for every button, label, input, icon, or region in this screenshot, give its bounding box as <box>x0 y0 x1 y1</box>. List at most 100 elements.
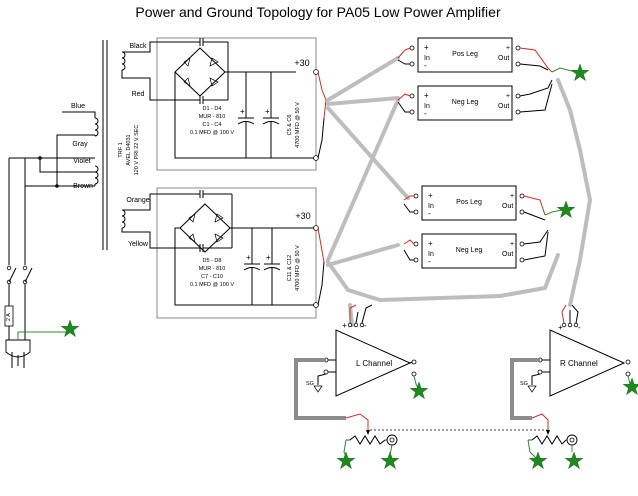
ground-bus <box>294 358 540 420</box>
power-supply-1: Black Red D1 - D4 MUR - 810 C1 - C4 <box>121 37 327 171</box>
bulk-caps-label-1: C5 & C6 <box>287 115 293 136</box>
right-input <box>527 413 578 459</box>
leg-minus: - <box>424 61 427 70</box>
diode-part-1: MUR - 810 <box>199 114 226 120</box>
channel-label: L Channel <box>356 359 392 368</box>
leg-plus-out: + <box>506 45 510 52</box>
ground-star-icon <box>60 319 80 338</box>
snubber-label-1: C1 - C4 <box>203 122 222 128</box>
leg-module-neg-1: + - In Out + Neg Leg <box>409 85 521 121</box>
supply-rail-wiring <box>326 56 593 327</box>
leg-module-neg-2: + - In Out + Neg Leg <box>413 233 525 269</box>
ground-star-icon <box>409 381 429 400</box>
transformer-rating: 120 V PRI 22 V SEC <box>134 125 140 176</box>
diode-label-2: D5 - D8 <box>203 258 222 264</box>
leg-in: In <box>428 203 434 210</box>
leg-module-pos-1: + - In Out + Pos Leg <box>409 37 521 73</box>
wire-label-red: Red <box>132 91 145 98</box>
leg-name: Pos Leg <box>452 51 478 58</box>
leg-plus-out: + <box>510 193 514 200</box>
mains-entry: 2 A <box>4 134 95 368</box>
cap-polarity-1a: + <box>240 107 245 116</box>
channel-label: R Channel <box>560 359 598 368</box>
potentiometer-icon <box>346 430 392 445</box>
snubber-value-2: 0.1 MFD @ 100 V <box>190 282 234 288</box>
leg-plus-out: + <box>510 241 514 248</box>
ground-star-icon <box>528 451 548 470</box>
leg-out: Out <box>498 55 509 62</box>
leg-module-pos-2: + - In Out + Pos Leg <box>413 185 525 221</box>
leg-plus: + <box>428 191 433 200</box>
wire-label-gray: Gray <box>72 141 88 148</box>
left-input <box>343 413 398 461</box>
leg-in: In <box>428 251 434 258</box>
wire-label-black: Black <box>129 43 147 50</box>
leg-out: Out <box>502 251 513 258</box>
power-supply-2: Orange Yellow D5 - D8 MUR - 810 C7 - C10 <box>121 187 325 319</box>
diode-part-2: MUR - 810 <box>199 266 226 272</box>
diode-label-1: D1 - D4 <box>203 106 222 112</box>
rail-label-2: +30 <box>295 211 310 221</box>
channel-plus: + <box>342 321 347 330</box>
plug-icon <box>5 339 31 368</box>
transformer-name: TRF 1 <box>118 142 124 157</box>
fuse-label: 2 A <box>6 313 12 321</box>
leg-minus: - <box>424 109 427 118</box>
leg-minus: - <box>428 257 431 266</box>
wire-label-brown: Brown <box>73 183 93 190</box>
bulk-caps-value-2: 4700 MFD @ 50 V <box>295 245 301 291</box>
transformer-model: AVEL D4031 <box>126 134 132 165</box>
leg-out: Out <box>502 203 513 210</box>
amp-left-channel: L Channel + - SG <box>306 304 419 397</box>
amp-right-channel: R Channel + - SG <box>520 304 633 397</box>
channel-minus: - <box>578 323 581 332</box>
snubber-value-1: 0.1 MFD @ 100 V <box>190 130 234 136</box>
transformer-core <box>102 40 108 250</box>
bridge-rectifier-2 <box>174 203 316 306</box>
leg-plus-out: + <box>506 93 510 100</box>
wire-label-yellow: Yellow <box>128 241 149 248</box>
leg-wiring <box>397 47 577 261</box>
ground-star-icon <box>380 451 400 470</box>
potentiometer-icon <box>528 430 572 445</box>
leg-in: In <box>424 55 430 62</box>
ground-star-icon <box>336 451 356 470</box>
ground-star-icon <box>564 451 584 470</box>
leg-plus: + <box>428 239 433 248</box>
switch-icon <box>6 265 33 285</box>
ground-star-icon <box>570 63 590 82</box>
leg-name: Pos Leg <box>456 199 482 206</box>
leg-out: Out <box>498 103 509 110</box>
diagram-title: Power and Ground Topology for PA05 Low P… <box>135 4 501 20</box>
snubber-caps-1 <box>188 38 229 104</box>
sg-label: SG <box>520 381 528 387</box>
fuse-icon: 2 A <box>4 305 14 327</box>
leg-plus: + <box>424 43 429 52</box>
leg-name: Neg Leg <box>456 247 483 254</box>
rail-label-1: +30 <box>294 58 309 68</box>
channel-plus: + <box>558 323 563 332</box>
snubber-caps-2 <box>188 190 233 252</box>
channel-minus: - <box>364 321 367 330</box>
ground-star-icon <box>622 377 638 396</box>
rca-jack-icon <box>566 434 578 446</box>
wire-label-blue: Blue <box>71 103 85 110</box>
leg-minus: - <box>428 209 431 218</box>
leg-name: Neg Leg <box>452 99 479 106</box>
sg-label: SG <box>306 381 314 387</box>
leg-plus: + <box>424 91 429 100</box>
leg-in: In <box>424 103 430 110</box>
bulk-caps-value-1: 4700 MFD @ 50 V <box>295 102 301 148</box>
rca-jack-icon <box>386 434 398 446</box>
cap-polarity-2b: + <box>266 253 271 262</box>
wire-label-orange: Orange <box>126 197 149 204</box>
wire-label-violet: Violet <box>73 158 90 165</box>
cap-polarity-1b: + <box>265 107 270 116</box>
cap-polarity-2a: + <box>246 253 251 262</box>
ground-star-icon <box>556 200 576 219</box>
bulk-caps-1: + + <box>237 72 280 158</box>
bulk-caps-2: + + <box>243 228 281 305</box>
snubber-label-2: C7 - C10 <box>201 274 223 280</box>
bulk-caps-label-2: C11 & C12 <box>287 255 293 282</box>
